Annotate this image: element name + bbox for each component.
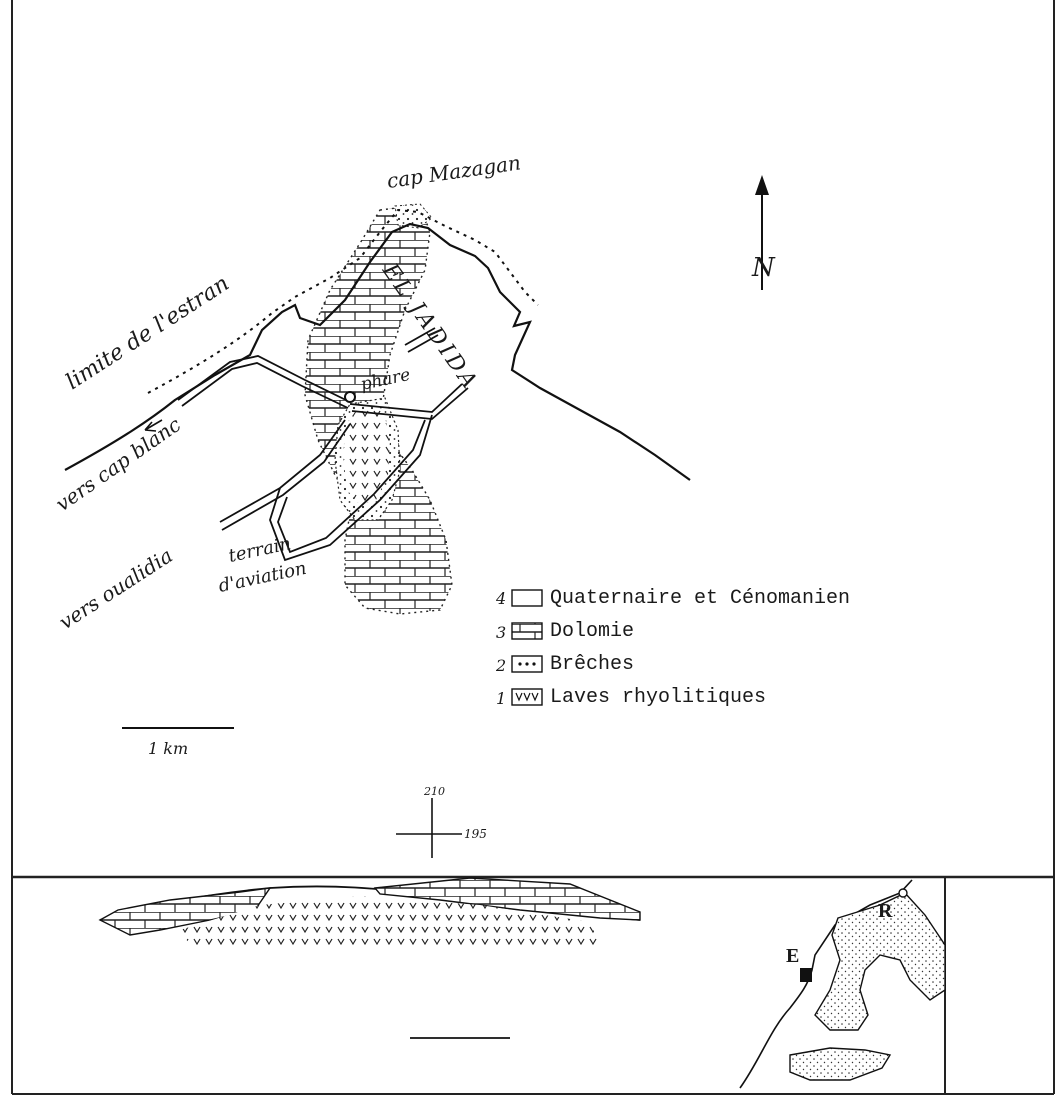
- inset-region-south: [789, 1047, 892, 1081]
- legend-label: Brêches: [550, 653, 634, 676]
- grid-label-horizontal: 195: [464, 827, 487, 841]
- inset-region-north: [814, 892, 946, 1031]
- inset-label-r: R: [878, 900, 893, 922]
- scale-bar: 1 km: [122, 727, 234, 758]
- legend-label: Quaternaire et Cénomanien: [550, 587, 850, 610]
- grid-reference: 210 195: [396, 785, 487, 858]
- legend-number: 1: [496, 689, 506, 708]
- north-label: N: [751, 253, 776, 283]
- lighthouse-marker: [344, 391, 356, 403]
- legend-item-4: 4 Quaternaire et Cénomanien: [495, 587, 850, 610]
- inset-map: E R: [739, 879, 946, 1089]
- legend-label: Dolomie: [550, 620, 634, 643]
- legend-item-2: 2 Brêches: [495, 653, 634, 676]
- legend-item-3: 3 Dolomie: [496, 620, 634, 643]
- north-arrow-head-icon: [755, 175, 769, 195]
- label-cap-mazagan: cap Mazagan: [385, 150, 522, 193]
- label-limite-estran: limite de l'estran: [62, 271, 234, 395]
- legend-swatch-lava: [511, 688, 543, 706]
- legend-item-1: 1 Laves rhyolitiques: [496, 686, 766, 709]
- legend-number: 3: [496, 623, 506, 642]
- legend: 4 Quaternaire et Cénomanien 3 Dolomie 2 …: [495, 587, 850, 709]
- arrow-cap-blanc: [144, 419, 163, 432]
- inset-marker-r: [898, 888, 908, 898]
- section-lava: [180, 896, 600, 950]
- cape-breccia: [394, 203, 433, 229]
- section-dolomite-east: [373, 877, 641, 921]
- legend-number: 2: [495, 656, 506, 675]
- inset-label-e: E: [786, 945, 799, 967]
- section-dolomite-west: [98, 887, 272, 936]
- cross-section: [98, 877, 641, 1039]
- legend-swatch-blank: [511, 589, 543, 607]
- label-vers-oualidia: vers oualidia: [55, 543, 177, 634]
- legend-swatch-dolomite: [511, 622, 543, 640]
- scale-label: 1 km: [148, 739, 188, 758]
- roads: [177, 327, 469, 562]
- inset-coastline: [739, 879, 913, 1089]
- north-arrow: N: [751, 175, 776, 290]
- grid-label-vertical: 210: [423, 785, 445, 798]
- inset-marker-e: [800, 968, 812, 982]
- label-vers-cap-blanc: vers cap blanc: [51, 412, 185, 516]
- rhyolitic-lava-outcrop: [343, 408, 390, 505]
- legend-label: Laves rhyolitiques: [550, 686, 766, 709]
- coastline: [64, 222, 691, 481]
- legend-number: 4: [495, 589, 506, 608]
